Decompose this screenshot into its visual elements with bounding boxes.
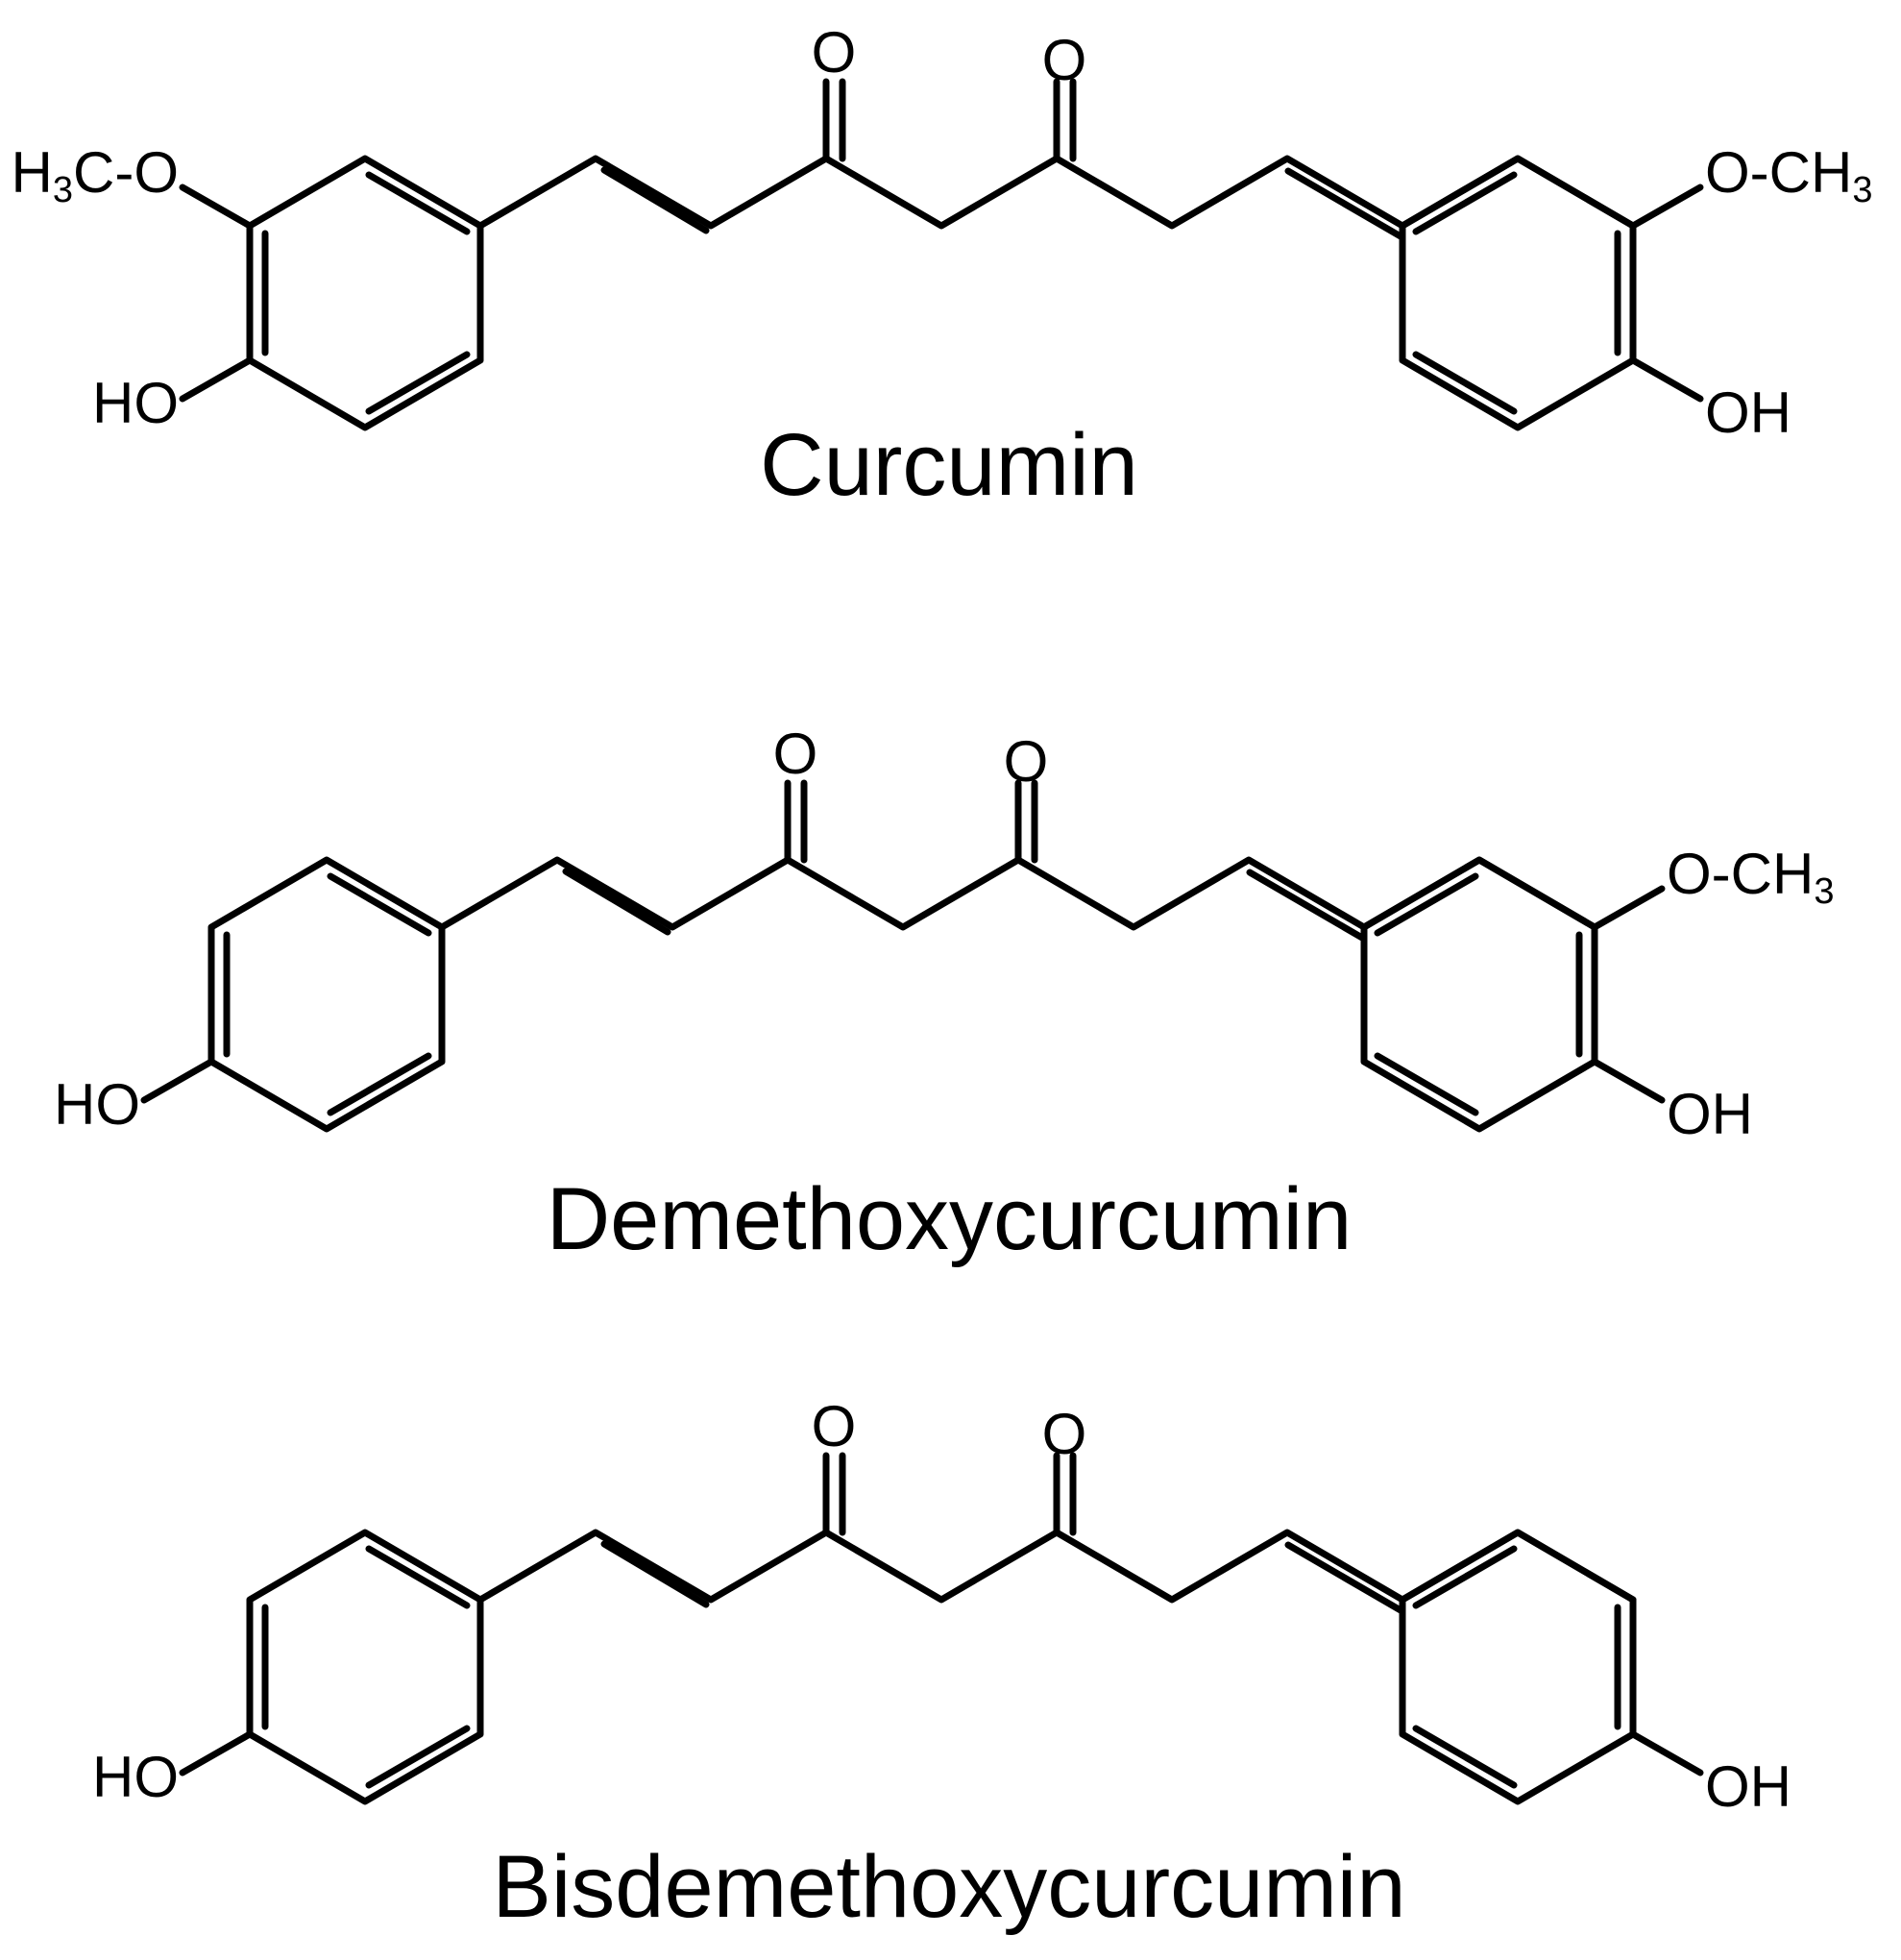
carbonyl-oxygen: O xyxy=(1004,729,1049,794)
hydroxyl-label: OH xyxy=(1667,1082,1753,1146)
compound-bisdemethoxycurcumin: O O HO OH Bisdemethoxycurcumin xyxy=(92,1394,1791,1936)
methoxy-subscript: 3 xyxy=(1814,871,1834,912)
methoxy-oxygen-carbon: O-CH xyxy=(1667,842,1814,906)
hydroxyl-label: HO xyxy=(92,1745,179,1809)
methoxy-oxygen-carbon: O-CH xyxy=(1705,140,1852,205)
methoxy-label: O-CH3 xyxy=(1667,842,1834,912)
molecule-skeleton xyxy=(179,78,1704,431)
carbonyl-oxygen: O xyxy=(1042,28,1087,92)
hydroxyl-label: HO xyxy=(92,371,179,435)
hydroxyl-label: HO xyxy=(54,1072,140,1137)
compound-name: Curcumin xyxy=(760,416,1138,514)
methoxy-label: H3C-O xyxy=(12,140,179,210)
molecule-skeleton xyxy=(140,779,1666,1133)
carbonyl-oxygen: O xyxy=(773,722,818,786)
molecule-skeleton xyxy=(179,1452,1704,1805)
carbonyl-oxygen: O xyxy=(1042,1402,1087,1466)
compound-curcumin: O O H3C-O O-CH3 HO OH Curcumin xyxy=(12,20,1873,514)
methoxy-carbon-oxygen: C-O xyxy=(73,140,179,205)
methoxy-subscript: 3 xyxy=(53,170,73,210)
methoxy-label: O-CH3 xyxy=(1705,140,1872,210)
compound-demethoxycurcumin: O O HO O-CH3 OH Demethoxycurcumin xyxy=(54,722,1834,1268)
hydroxyl-label: OH xyxy=(1705,380,1791,445)
compound-name: Bisdemethoxycurcumin xyxy=(492,1838,1405,1936)
carbonyl-oxygen: O xyxy=(812,20,857,85)
carbonyl-oxygen: O xyxy=(812,1394,857,1458)
methoxy-hydrogen: H xyxy=(12,140,53,205)
hydroxyl-label: OH xyxy=(1705,1754,1791,1819)
methoxy-subscript: 3 xyxy=(1852,170,1872,210)
compound-name: Demethoxycurcumin xyxy=(547,1170,1353,1268)
